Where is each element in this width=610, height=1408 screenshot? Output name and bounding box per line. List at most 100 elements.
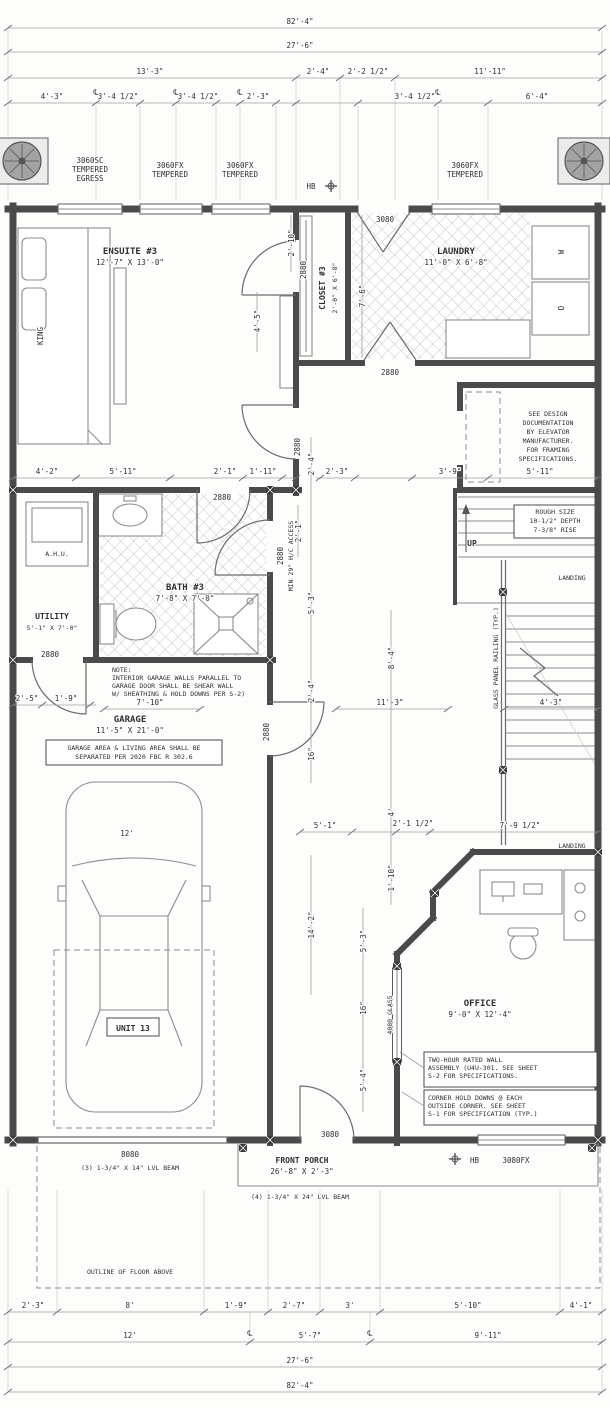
dim-v: 16" (359, 1001, 368, 1015)
door-size: 2880 (262, 722, 271, 741)
dim-v: 4' (387, 807, 396, 816)
centerline-icon: ℄ (172, 88, 179, 97)
dimension-vertical: 2'-10" 4'-5" 7'-6" 2'-4" 2'-1" 5'-3" 8'-… (252, 215, 397, 1112)
note-line: 7-3/8" RISE (533, 526, 576, 534)
dim-top-seg: 2'-2 1/2" (348, 67, 389, 76)
hose-bib-label: HB (470, 1156, 480, 1165)
room-size-closet: 2'-0" X 6'-8" (331, 263, 339, 314)
dim: 2'-7" (283, 1301, 306, 1310)
note-line: INTERIOR GARAGE WALLS PARALLEL TO (112, 674, 241, 682)
stairs: UP ROUGH SIZE 10-1/2" DEPTH 7-3/8" RISE … (453, 488, 598, 851)
window (211, 203, 271, 215)
stair-up-label: UP (467, 539, 477, 548)
room-name-office: OFFICE (464, 999, 497, 1009)
dim: 7'-10" (136, 698, 163, 707)
landing-label: LANDING (558, 842, 585, 850)
up-arrow-icon (462, 504, 470, 514)
room-size-ensuite: 12'-7" X 13'-0" (96, 258, 164, 267)
window-label: 3060FX (451, 161, 479, 170)
toilet (99, 603, 157, 645)
dim-v: 2'-1" (294, 520, 303, 543)
floor-above-note: OUTLINE OF FLOOR ABOVE (87, 1268, 173, 1276)
dim: 3' (345, 1301, 354, 1310)
dim: 2'-3" (22, 1301, 45, 1310)
dim-v: 7'-6" (358, 285, 367, 308)
window-label: 4080 GLASS (386, 995, 394, 1034)
note-line: S-1 FOR SPECIFICATION (TYP.) (428, 1110, 538, 1118)
door-size: 3080 (321, 1130, 340, 1139)
hold-downs-note: CORNER HOLD DOWNS @ EACH OUTSIDE CORNER.… (401, 1089, 598, 1126)
centerline-icon: ℄ (434, 88, 441, 97)
note-line: 10-1/2" DEPTH (530, 517, 581, 525)
room-name-ensuite: ENSUITE #3 (103, 247, 157, 257)
door-size: 2880 (41, 650, 60, 659)
dim: 2'-1" (214, 467, 237, 476)
washer-label: W (557, 249, 566, 254)
note-line: TWO-HOUR RATED WALL (428, 1056, 502, 1064)
dim: 2'-5" (16, 694, 39, 703)
dim: 9'-11" (474, 1331, 501, 1340)
dim: 1'-9" (225, 1301, 248, 1310)
dim: 4'-2" (36, 467, 59, 476)
dim-window-seg: 3'-4 1/2" (178, 92, 219, 101)
door-size: 8080 (121, 1150, 140, 1159)
window-label: 3060FX (226, 161, 254, 170)
dim: 7'-9 1/2" (500, 821, 541, 830)
note-line: W/ SHEATHING & HOLD DOWNS PER S-2) (112, 690, 245, 698)
room-size-utility: 5'-1" X 7'-0" (27, 624, 78, 632)
dim-v: 2'-10" (287, 229, 296, 256)
dim: 4'-3" (540, 698, 563, 707)
centerline-icon: ℄ (366, 1329, 373, 1338)
king-bed-label: KING (36, 326, 45, 345)
bath-vanity (97, 493, 163, 537)
dim: 1'-9" (55, 694, 78, 703)
window-label: 3080FX (502, 1156, 530, 1165)
note-line: GARAGE AREA & LIVING AREA SHALL BE (67, 744, 200, 752)
dim: 27'-6" (286, 1356, 313, 1365)
dim-window-seg: 3'-4 1/2" (395, 92, 436, 101)
dim-top-seg: 11'-11" (474, 67, 506, 76)
note-line: NOTE: (112, 666, 132, 674)
note-line: ASSEMBLY (U4U-301. SEE SHEET (428, 1064, 538, 1072)
room-size-garage: 11'-5" X 21'-0" (96, 726, 164, 735)
stair-rough-note: ROUGH SIZE 10-1/2" DEPTH 7-3/8" RISE (513, 504, 597, 539)
dim: 5'-7" (299, 1331, 322, 1340)
door-size: 3080 (376, 215, 395, 224)
office-chair (507, 927, 539, 960)
door-access-note: MIN 29" H/C ACCESS (287, 521, 295, 592)
doors (31, 211, 417, 1144)
door-size: 2880 (381, 368, 400, 377)
unit-number-tag: UNIT 13 (106, 1017, 160, 1037)
door-size: 2880 (293, 437, 302, 456)
room-name-utility: UTILITY (35, 612, 69, 621)
two-hour-wall-note: TWO-HOUR RATED WALL ASSEMBLY (U4U-301. S… (399, 1051, 598, 1088)
dimension-chain-mid: 4'-2" 5'-11" 2'-1" 1'-11" 2'-3" 3'-9" 5'… (8, 466, 603, 836)
dim: 2'-1 1/2" (393, 819, 434, 828)
elevator: SEE DESIGN DOCUMENTATION BY ELEVATOR MAN… (457, 382, 601, 493)
dim-v: 2'-4" (307, 453, 316, 476)
window-labels-top: 3060SC TEMPERED EGRESS 3060FX TEMPERED 3… (0, 137, 610, 193)
room-name-laundry: LAUNDRY (437, 247, 476, 257)
beam-note: (4) 1-3/4" X 24" LVL BEAM (251, 1193, 349, 1201)
dim-v: 16" (307, 747, 316, 761)
beam-note: (3) 1-3/4" X 14" LVL BEAM (81, 1164, 179, 1172)
door-size: 2880 (213, 493, 232, 502)
note-line: OUTSIDE CORNER. SEE SHEET (428, 1102, 526, 1110)
window-label: 3060FX (156, 161, 184, 170)
room-name-porch: FRONT PORCH (276, 1156, 329, 1165)
ahu-label: A.H.U. (45, 550, 68, 558)
room-name-closet: CLOSET #3 (318, 266, 327, 310)
dim-top-seg: 2'-4" (307, 67, 330, 76)
laundry-counter (445, 319, 531, 359)
unit-number: UNIT 13 (116, 1024, 150, 1033)
parking-outline (53, 949, 215, 1129)
room-name-bath: BATH #3 (166, 583, 204, 593)
window (139, 203, 203, 215)
elevator-note-line: SEE DESIGN (528, 410, 567, 418)
glass-railing-note: GLASS PANEL RAILING (TYP.) (492, 607, 500, 709)
fixtures: W D A.H.U. 1 (17, 215, 597, 1129)
closet-shelf (299, 215, 313, 357)
landing-label: LANDING (558, 574, 585, 582)
dim-v: 1'-10" (387, 864, 396, 891)
